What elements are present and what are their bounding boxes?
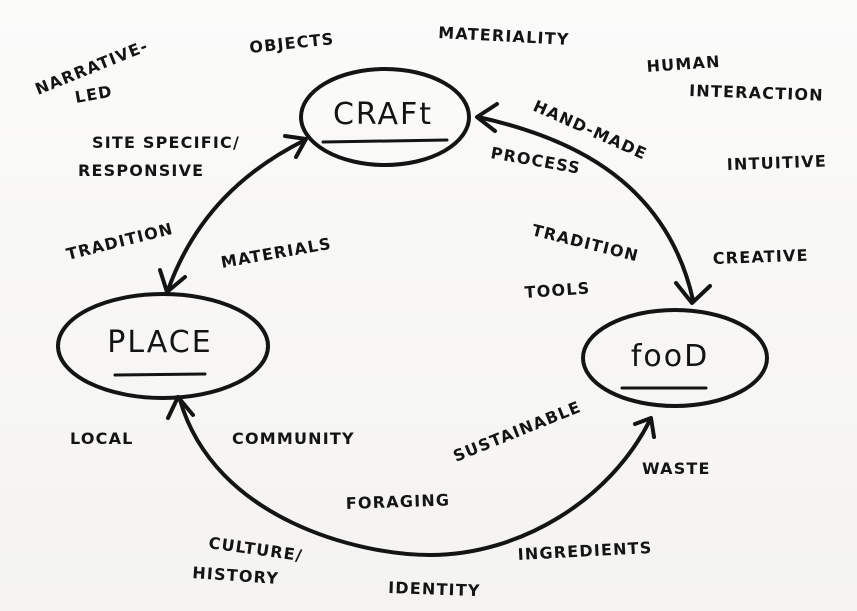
label-materiality: MATERIALITY xyxy=(438,23,570,49)
arrowhead-food-bottom xyxy=(633,416,656,439)
label-local: LOCAL xyxy=(70,429,134,448)
place-underline xyxy=(113,372,207,377)
node-place: PLACE xyxy=(56,292,270,400)
label-culture-1: CULTURE/ xyxy=(207,533,304,565)
node-food: fooD xyxy=(581,308,769,408)
label-tradition-left: TRADITION xyxy=(64,219,175,264)
label-human-1: HUMAN xyxy=(646,52,721,76)
node-craft: CRAFt xyxy=(299,67,471,167)
arrowhead-food-top xyxy=(674,281,712,305)
label-ingredients: INGREDIENTS xyxy=(517,538,653,564)
arrowhead-craft xyxy=(283,134,308,159)
label-objects: OBJECTS xyxy=(248,29,335,57)
craft-underline xyxy=(321,138,449,144)
label-site-1: SITE SPECIFIC/ xyxy=(92,133,240,152)
arrow-craft-food xyxy=(476,115,695,302)
arrowhead-craft-right xyxy=(475,102,499,133)
label-community: COMMUNITY xyxy=(232,429,355,448)
label-narrative-2: LED xyxy=(73,82,114,107)
label-materials: MATERIALS xyxy=(219,234,333,272)
label-foraging: FORAGING xyxy=(345,490,450,513)
craft-label: CRAFt xyxy=(333,97,433,132)
label-waste: WASTE xyxy=(642,459,711,478)
place-label: PLACE xyxy=(107,325,212,360)
label-identity: IDENTITY xyxy=(388,578,481,600)
food-label: fooD xyxy=(631,339,709,374)
craft-ellipse xyxy=(299,67,471,167)
place-ellipse xyxy=(56,292,270,400)
label-site-2: RESPONSIVE xyxy=(78,161,204,180)
arrowhead-place-top xyxy=(158,268,187,294)
arrow-craft-place xyxy=(166,138,307,292)
label-intuitive: INTUITIVE xyxy=(726,152,827,174)
label-tradition-right: TRADITION xyxy=(530,220,641,265)
arrow-place-food xyxy=(178,398,652,557)
label-culture-2: HISTORY xyxy=(192,563,280,588)
food-ellipse xyxy=(581,308,769,408)
label-creative: CREATIVE xyxy=(712,246,809,268)
label-tools: TOOLS xyxy=(524,278,591,302)
label-human-2: INTERACTION xyxy=(689,81,824,105)
label-sustainable: SUSTAINABLE xyxy=(450,397,584,466)
